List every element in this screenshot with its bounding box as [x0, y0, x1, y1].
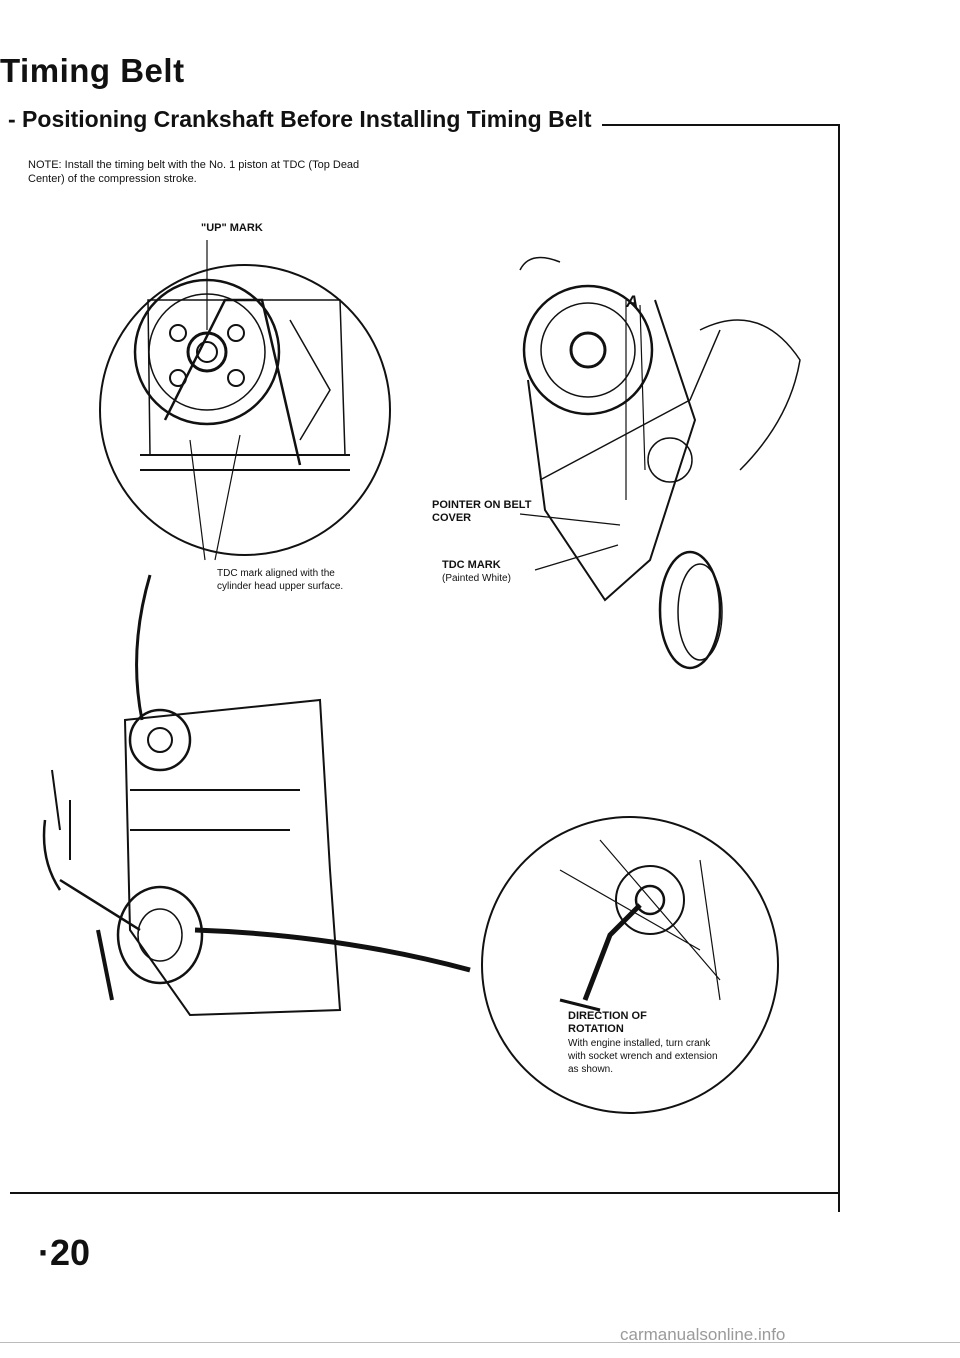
tdc-mark-note: (Painted White)	[442, 573, 511, 584]
page-title: Timing Belt	[0, 52, 185, 89]
frame-bottom-rule	[10, 1192, 840, 1194]
direction-of-rotation-text: With engine installed, turn crank with s…	[568, 1038, 718, 1075]
tdc-mark-label: TDC MARK	[442, 559, 501, 571]
page-number: ·20	[38, 1232, 91, 1273]
callout-a: A	[626, 292, 639, 311]
camshaft-pulley-detail	[99, 240, 391, 561]
frame-right-rule	[838, 124, 840, 1212]
pointer-label: POINTER ON BELT COVER	[432, 499, 532, 524]
install-note: NOTE: Install the timing belt with the N…	[28, 159, 360, 185]
tdc-alignment-caption: TDC mark aligned with the cylinder head …	[217, 568, 344, 592]
belt-cover-detail	[519, 256, 801, 670]
watermark: carmanualsonline.info	[620, 1325, 786, 1344]
up-mark-label: "UP" MARK	[201, 222, 263, 234]
engine-crank-rotation-view	[42, 698, 471, 1017]
socket-wrench-detail	[481, 816, 779, 1114]
subtitle-rule	[602, 124, 840, 126]
footer-rule	[0, 1342, 960, 1343]
direction-of-rotation-label: DIRECTION OF ROTATION	[568, 1010, 647, 1035]
section-subtitle: - Positioning Crankshaft Before Installi…	[8, 106, 592, 132]
